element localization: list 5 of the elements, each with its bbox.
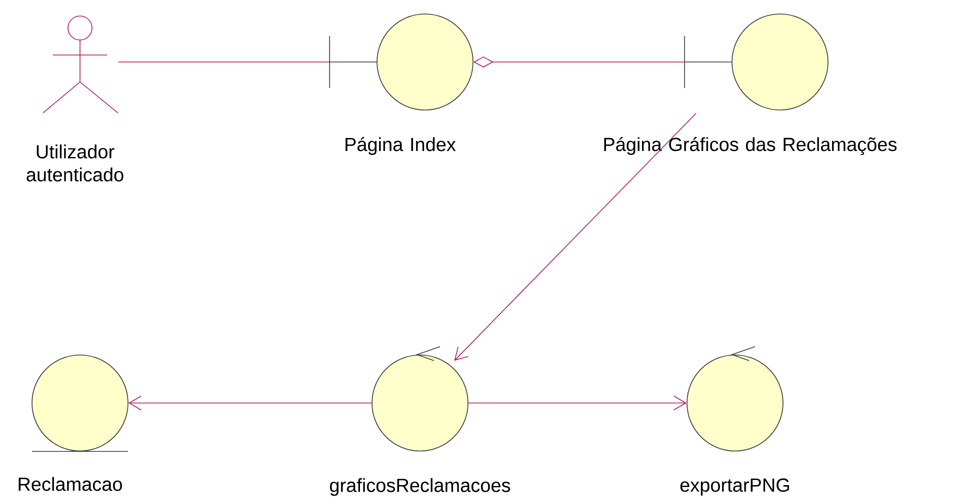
node-label: Utilizador autenticado <box>26 144 124 182</box>
connector-line <box>454 113 696 361</box>
actor-figure: Utilizador autenticado <box>26 16 124 182</box>
connector-line <box>468 396 687 410</box>
connector-line <box>128 396 372 410</box>
